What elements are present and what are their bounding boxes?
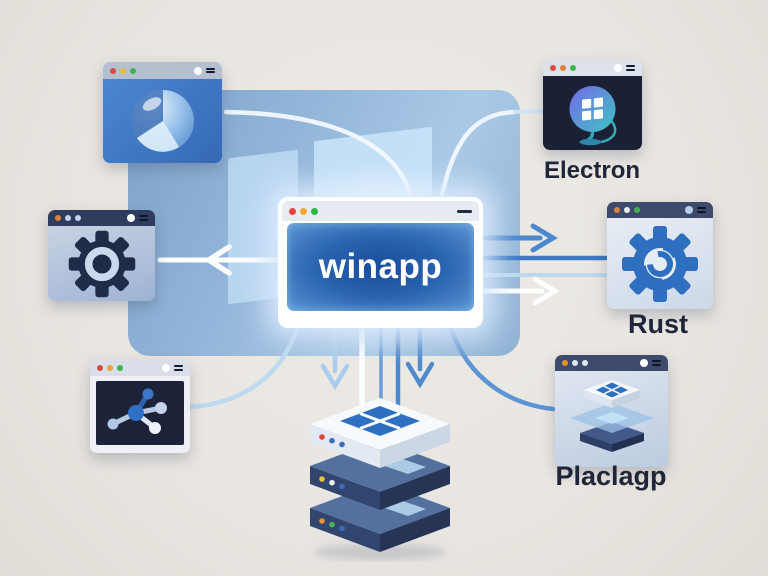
iso-layer-stack-icon — [569, 380, 654, 452]
window-package — [555, 355, 668, 467]
gear-blue-icon — [622, 225, 698, 302]
menu-icon — [626, 65, 635, 71]
titlebar — [282, 201, 479, 221]
window-gear — [48, 210, 155, 301]
orange-dot-icon — [614, 207, 620, 213]
light-dot-icon — [65, 215, 71, 221]
winapp-content: winapp — [287, 223, 474, 311]
arrow-down-blue-head — [405, 361, 435, 389]
window-content — [607, 218, 713, 309]
light-dot-icon — [572, 360, 578, 366]
green-dot-icon — [311, 207, 318, 215]
menu-icon — [139, 215, 148, 221]
red-dot-icon — [550, 65, 556, 71]
circle-button-icon — [614, 64, 622, 72]
orange-dot-icon — [562, 360, 568, 366]
dark-screen — [96, 381, 184, 445]
circle-button-icon — [162, 364, 170, 372]
windows-globe-monitor-icon — [569, 86, 616, 146]
yellow-dot-icon — [107, 365, 113, 371]
window-content — [543, 76, 642, 150]
green-dot-icon — [117, 365, 123, 371]
window-content — [103, 79, 222, 163]
menu-icon — [206, 67, 215, 74]
sphere-pie-icon — [131, 89, 194, 152]
titlebar — [90, 360, 190, 376]
arrow-right-blue-head — [530, 223, 558, 253]
titlebar — [48, 210, 155, 226]
windows-server-stack-icon — [310, 398, 450, 560]
electron-label: Electron — [543, 157, 641, 184]
menu-icon — [174, 365, 183, 371]
window-content — [90, 376, 190, 453]
window-content — [555, 371, 668, 467]
red-dot-icon — [97, 365, 103, 371]
red-dot-icon — [289, 207, 296, 215]
titlebar — [607, 202, 713, 218]
window-rust — [607, 202, 713, 309]
orange-dot-icon — [55, 215, 61, 221]
arrow-right-white-head — [532, 276, 560, 306]
light-dot-icon — [582, 360, 588, 366]
orange-dot-icon — [560, 65, 566, 71]
menu-icon — [697, 207, 706, 213]
green-dot-icon — [634, 207, 640, 213]
circle-button-icon — [685, 206, 693, 214]
circle-button-icon — [640, 359, 648, 367]
circle-button-icon — [127, 214, 135, 222]
circle-button-icon — [194, 66, 202, 75]
rust-label: Rust — [628, 309, 688, 339]
titlebar — [555, 355, 668, 371]
green-dot-icon — [130, 67, 136, 74]
winapp-title: winapp — [318, 247, 443, 286]
titlebar — [543, 60, 642, 76]
winapp-window: winapp — [278, 197, 483, 328]
arrow-down-light-head — [320, 363, 350, 391]
yellow-dot-icon — [120, 67, 126, 74]
minimize-icon — [457, 209, 472, 213]
window-sphere — [103, 62, 222, 163]
molecule-icon — [107, 388, 167, 434]
red-dot-icon — [110, 67, 116, 74]
window-electron — [543, 60, 642, 150]
package-label: Placlagp — [555, 461, 667, 491]
menu-icon — [652, 360, 661, 366]
light-dot-icon — [75, 215, 81, 221]
titlebar — [103, 62, 222, 79]
window-content — [48, 226, 155, 301]
window-molecule — [90, 360, 190, 453]
gear-dark-icon — [68, 230, 135, 297]
light-dot-icon — [624, 207, 630, 213]
yellow-dot-icon — [300, 207, 307, 215]
green-dot-icon — [570, 65, 576, 71]
